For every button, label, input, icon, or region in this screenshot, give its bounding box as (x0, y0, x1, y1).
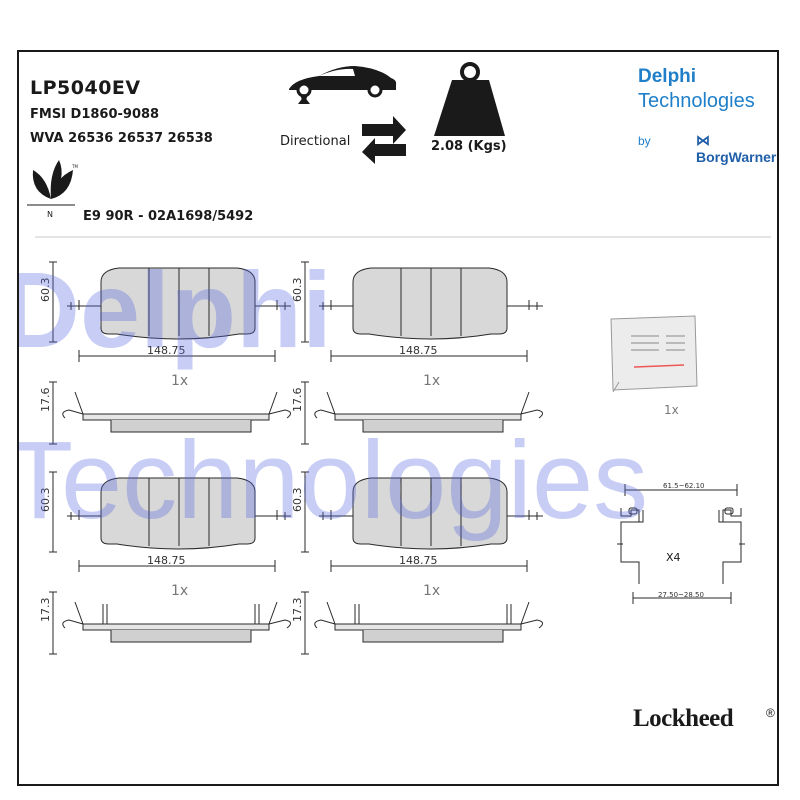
datasheet: LP5040EV FMSI D1860-9088 WVA 26536 26537… (17, 50, 779, 786)
pad-right-tab (507, 510, 543, 520)
pad-qty: 1x (423, 373, 440, 389)
width-dim-line (78, 560, 276, 572)
brand-subname: Technologies (638, 90, 755, 112)
weight-value: 2.08 (Kgs) (431, 139, 507, 154)
spring-left (62, 391, 84, 419)
footer-brand: Lockheed (633, 705, 734, 732)
pad-width: 148.75 (399, 554, 438, 567)
wear-indicator (102, 604, 260, 624)
height-dim-line (301, 471, 309, 553)
pad-left-tab (319, 300, 353, 310)
thickness-dim-line (301, 381, 309, 445)
width-dim-line (78, 350, 276, 362)
thickness-dim-line (49, 381, 57, 445)
spring-right (520, 391, 543, 419)
pad-right-tab (255, 300, 291, 310)
pad-1: 60.3 148.75 1x 17.6 (39, 261, 291, 445)
width-dim-line (330, 350, 528, 362)
weight-icon (434, 62, 505, 136)
pad-outline (352, 267, 508, 340)
pad-qty: 1x (171, 373, 188, 389)
spring-left (314, 391, 336, 419)
registered-mark: ® (766, 706, 775, 720)
height-dim-line (49, 261, 57, 343)
pad-left-tab (67, 510, 101, 520)
clip-bottom-dimension: 27.50~28.50 (658, 591, 704, 599)
parent-brand-label: BorgWarner (696, 149, 777, 165)
pad-right-tab (507, 300, 543, 310)
pad-height: 60.3 (291, 488, 304, 513)
friction-lining (110, 420, 252, 433)
pad-qty: 1x (423, 583, 440, 599)
fmsi-number: FMSI D1860-9088 (30, 107, 160, 122)
clip-qty: X4 (666, 551, 681, 564)
backplate (334, 413, 522, 421)
pad-outline (100, 267, 256, 340)
pad-outline (352, 477, 508, 550)
pad-width: 148.75 (399, 344, 438, 357)
pad-thickness: 17.6 (39, 388, 52, 413)
spring-right (268, 601, 291, 629)
pad-qty: 1x (171, 583, 188, 599)
pad-thickness: 17.3 (39, 598, 52, 623)
pad-3: 60.3 148.75 1x 17.3 (39, 471, 291, 655)
pads-layer: 60.3 148.75 1x 17.6 60.3 148.75 1x 17.6 60.3 148.… (39, 261, 543, 655)
pad-left-tab (319, 510, 353, 520)
spring-left (314, 601, 336, 629)
product-code: LP5040EV (30, 77, 141, 99)
pad-4: 60.3 148.75 1x 17.3 (291, 471, 543, 655)
spring-left (62, 601, 84, 629)
directional-arrows-icon (362, 116, 406, 164)
clip-kit (617, 484, 745, 604)
grease-packet (610, 315, 698, 393)
pad-height: 60.3 (291, 278, 304, 303)
wear-indicator (354, 604, 512, 624)
thickness-dim-line (49, 591, 57, 655)
grease-qty: 1x (664, 403, 679, 417)
backplate (334, 623, 522, 631)
pad-width: 148.75 (147, 344, 186, 357)
pad-height: 60.3 (39, 278, 52, 303)
pad-width: 148.75 (147, 554, 186, 567)
backplate (82, 413, 270, 421)
height-dim-line (49, 471, 57, 553)
directional-label: Directional (280, 134, 351, 149)
friction-lining (362, 420, 504, 433)
car-icon (289, 66, 397, 104)
parent-brand: ⋈ BorgWarner (696, 132, 777, 165)
pad-right-tab (255, 510, 291, 520)
eco-trademark: TM (71, 164, 78, 169)
brand-by: by (638, 134, 651, 148)
thickness-dim-line (301, 591, 309, 655)
pad-2: 60.3 148.75 1x 17.6 (291, 261, 543, 445)
ece-approval: E9 90R - 02A1698/5492 (83, 209, 254, 224)
pad-thickness: 17.3 (291, 598, 304, 623)
pad-left-tab (67, 300, 101, 310)
clip-top-dimension: 61.5~62.10 (663, 482, 705, 490)
width-dim-line (330, 560, 528, 572)
backplate (82, 623, 270, 631)
wva-numbers: WVA 26536 26537 26538 (30, 131, 213, 146)
technical-drawing: N TM 60.3148.751x17.660.3148.751x17.660.… (27, 62, 771, 655)
friction-lining (362, 630, 504, 643)
pad-thickness: 17.6 (291, 388, 304, 413)
height-dim-line (301, 261, 309, 343)
eco-letter: N (47, 210, 53, 219)
spring-right (268, 391, 291, 419)
pad-outline (100, 477, 256, 550)
pad-height: 60.3 (39, 488, 52, 513)
spring-right (520, 601, 543, 629)
brand-name: Delphi (638, 66, 697, 87)
leaf-icon: N TM (27, 160, 78, 219)
borgwarner-icon: ⋈ (696, 132, 710, 148)
friction-lining (110, 630, 252, 643)
